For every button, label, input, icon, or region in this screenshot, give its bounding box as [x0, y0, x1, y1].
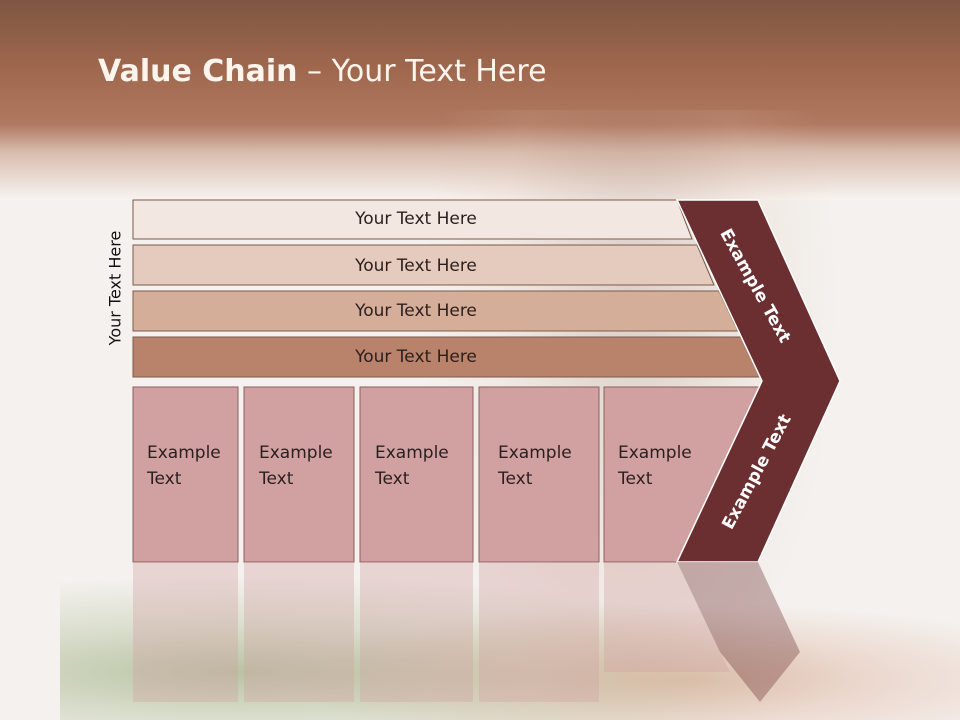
margin-chevron — [675, 199, 841, 563]
slide-title: Value Chain – Your Text Here — [98, 54, 547, 89]
reflection-box-1 — [133, 562, 238, 702]
box-2-line-2: Text — [259, 469, 294, 489]
activity-box-3 — [359, 386, 474, 563]
activity-box-4 — [478, 386, 600, 563]
reflection-box-4 — [479, 562, 599, 702]
row-label-1: Your Text Here — [355, 209, 477, 229]
box-5-line-1: Example — [618, 443, 692, 463]
row-bar-1 — [132, 199, 693, 240]
box-4-line-2: Text — [498, 469, 533, 489]
box-4-line-1: Example — [498, 443, 572, 463]
header-band — [0, 0, 960, 200]
box-1-line-1: Example — [147, 443, 221, 463]
box-3-line-2: Text — [375, 469, 410, 489]
reflection-chevron — [677, 562, 800, 702]
title-rest: – Your Text Here — [297, 54, 547, 89]
box-3-line-1: Example — [375, 443, 449, 463]
reflection-box-3 — [360, 562, 473, 702]
reflection-box-2 — [244, 562, 354, 702]
reflection-box-5 — [604, 562, 730, 672]
background-vegetables — [60, 560, 960, 720]
activity-box-2 — [243, 386, 355, 563]
row-label-3: Your Text Here — [355, 301, 477, 321]
reflection-shapes — [133, 562, 800, 702]
title-bold: Value Chain — [98, 54, 298, 89]
row-label-2: Your Text Here — [355, 256, 477, 276]
box-5-line-2: Text — [618, 469, 653, 489]
box-1-line-2: Text — [147, 469, 182, 489]
box-2-line-1: Example — [259, 443, 333, 463]
reflection — [0, 562, 960, 720]
row-label-4: Your Text Here — [355, 347, 477, 367]
row-bar-2 — [132, 244, 715, 286]
activity-box-1 — [132, 386, 239, 563]
